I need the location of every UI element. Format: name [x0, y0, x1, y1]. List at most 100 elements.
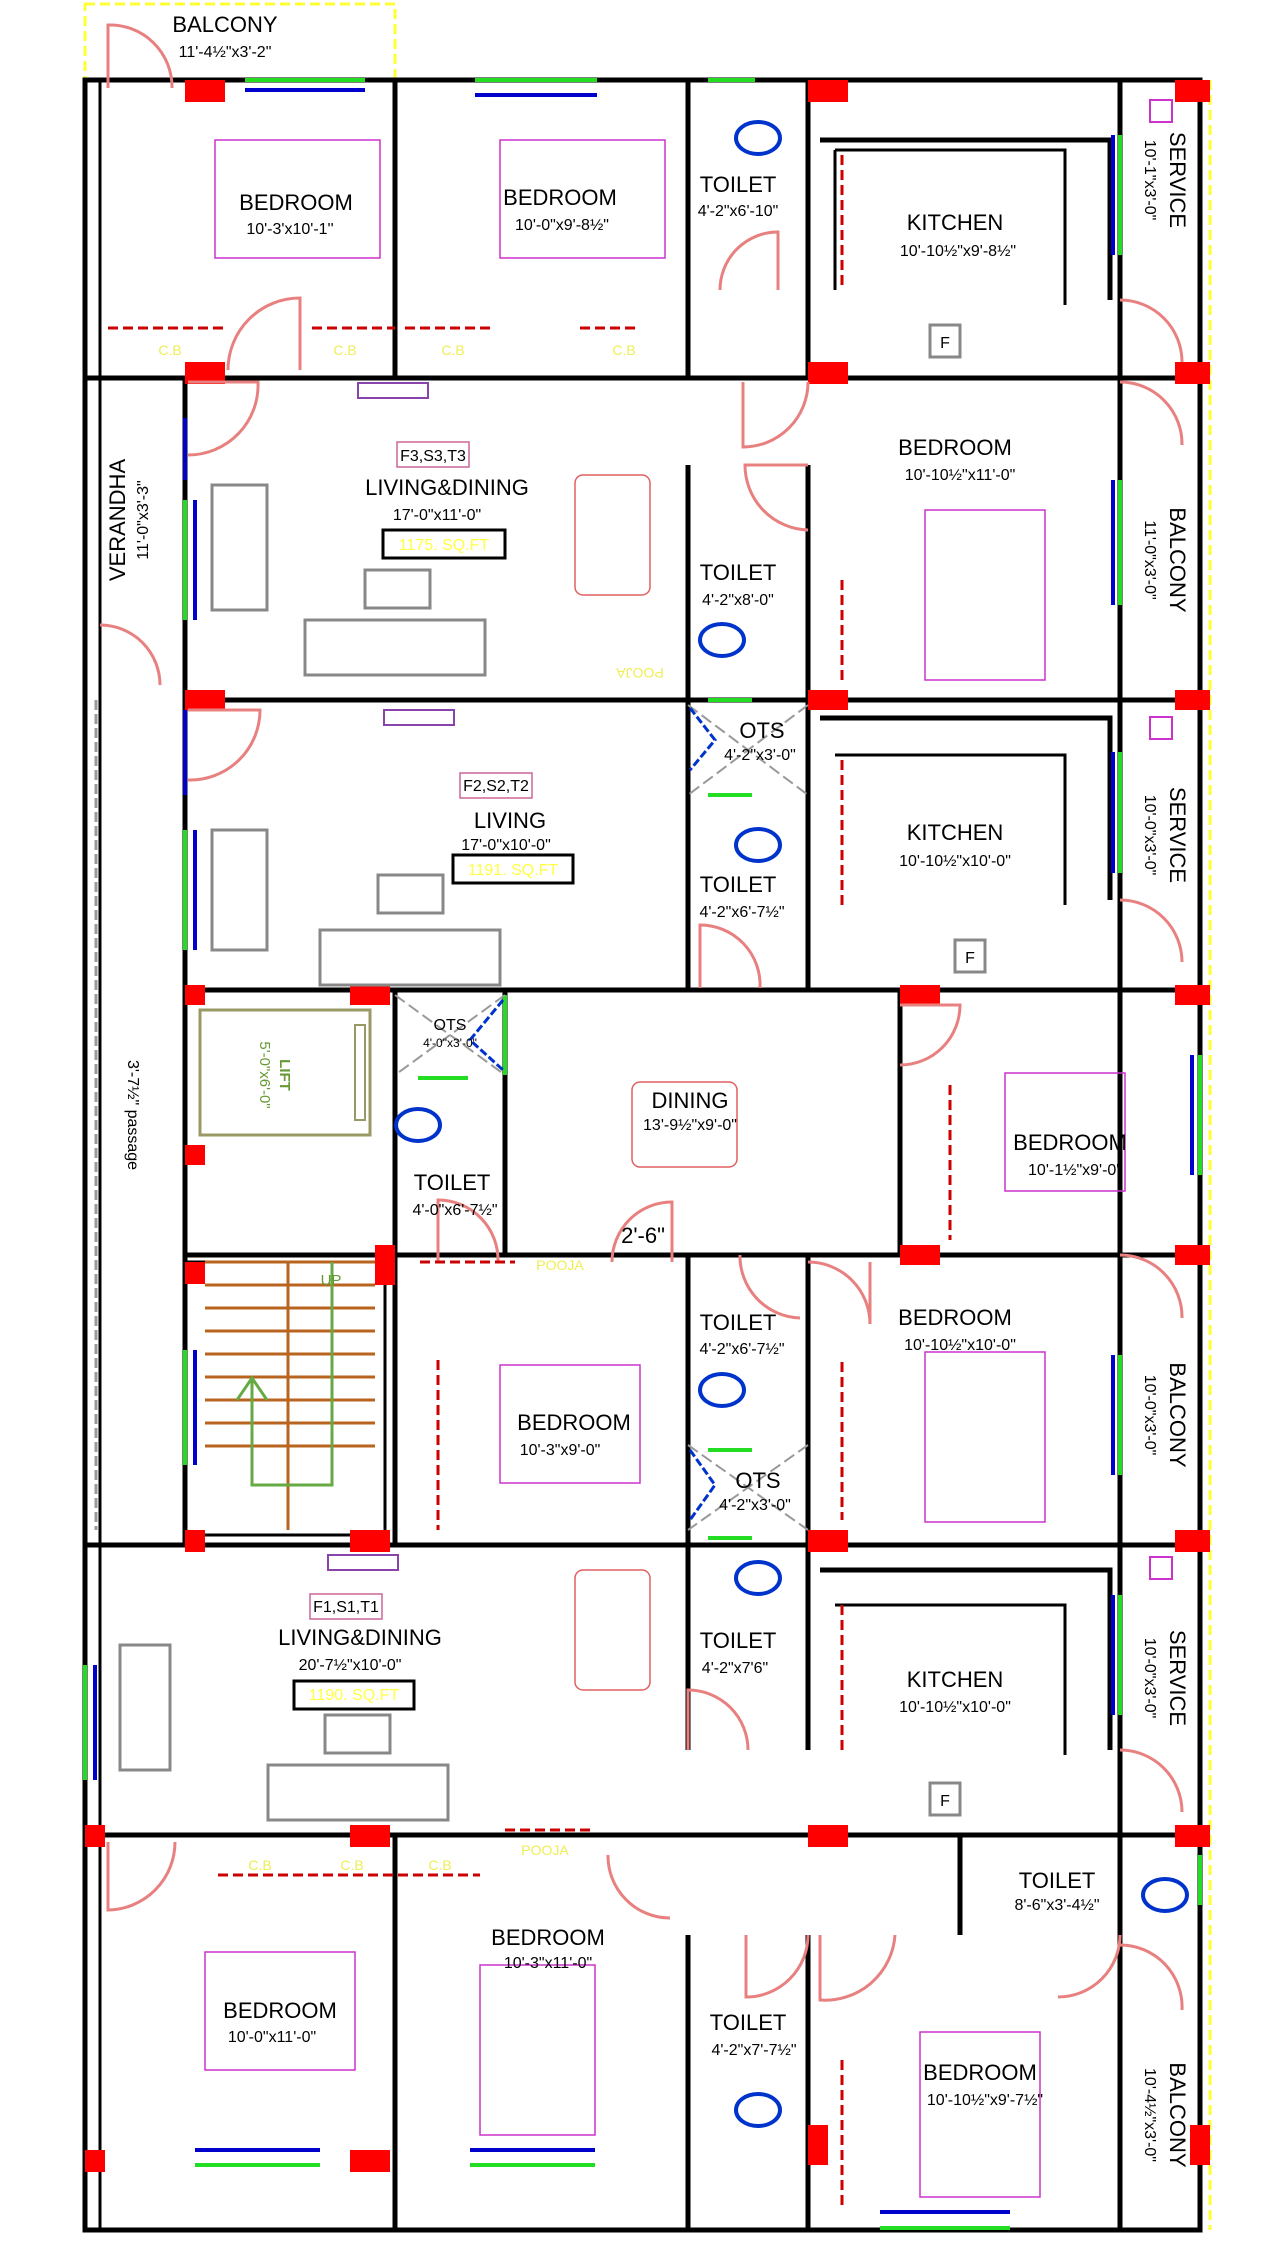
- bedroom-stair-label: BEDROOM: [517, 1410, 631, 1435]
- washing-machine-icon: [1149, 1556, 1173, 1580]
- stair-up-label: UP: [321, 1272, 342, 1289]
- kitchen-counter-top-inner: [833, 148, 1067, 305]
- kitchen-bottom-label: KITCHEN: [907, 1667, 1004, 1692]
- pooja-top: POOJA: [616, 665, 664, 681]
- area-f3: 1175. SQ.FT: [399, 537, 490, 554]
- service-bottom-size: 10'-0"x3'-0": [1141, 1638, 1158, 1719]
- bedroom-stair-size: 10'-3"x9'-0": [520, 1442, 601, 1459]
- toilet-bottom1-size: 4'-2"x7'6": [702, 1660, 768, 1677]
- balcony-bottom-size: 10'-4½"x3'-0": [1141, 2068, 1158, 2162]
- bedroom-top-right-size: 10'-10½"x11'-0": [905, 467, 1016, 484]
- balcony-top-size: 11'-4½"x3'-2": [179, 44, 272, 61]
- verandha-size: 11'-0"x3'-3": [135, 480, 152, 559]
- service-top-label: SERVICE: [1165, 132, 1190, 228]
- area-box-f2: [451, 853, 575, 885]
- toilet-top2-label: TOILET: [700, 560, 777, 585]
- cb-label-7: C.B: [428, 1857, 451, 1873]
- toilet-lift-label: TOILET: [414, 1170, 491, 1195]
- balcony-mid-label: BALCONY: [1165, 1362, 1190, 1467]
- bedroom-bottom-right-size: 10'-10½"x9'-7½": [927, 2092, 1043, 2109]
- door-width-label: 2'-6": [621, 1223, 665, 1248]
- bedroom-bottom-mid-size: 10'-3"x11'-0": [504, 1955, 592, 1972]
- bedroom-mid-right-size: 10'-1½"x9'-0": [1028, 1162, 1122, 1179]
- flat-tag-box-f1: [309, 1593, 383, 1620]
- kitchen-mid-label: KITCHEN: [907, 820, 1004, 845]
- fridge-label-1: F: [940, 335, 950, 352]
- columns: [85, 80, 1210, 2172]
- bedroom-top-mid-size: 10'-0"x9'-8½": [515, 217, 609, 234]
- living-bottom-size: 20'-7½"x10'-0": [299, 1657, 402, 1674]
- service-mid-size: 10'-0"x3'-0": [1141, 795, 1158, 876]
- cb-label-3: C.B: [441, 342, 464, 358]
- toilet-lift-size: 4'-0"x6'-7½": [412, 1202, 497, 1219]
- wc-fixtures: [394, 120, 1189, 2128]
- bedroom-top-left-label: BEDROOM: [239, 190, 353, 215]
- ots-boxes: [394, 704, 809, 1531]
- balcony-right-top-label: BALCONY: [1165, 507, 1190, 612]
- balcony-bottom-label: BALCONY: [1165, 2062, 1190, 2167]
- bedroom-mid-lower-size: 10'-10½"x10'-0": [904, 1337, 1016, 1354]
- lift-size: 5'-0"x6'-0": [256, 1041, 273, 1108]
- bedroom-bottom-left-label: BEDROOM: [223, 1998, 337, 2023]
- toilet-small-label: TOILET: [1019, 1868, 1096, 1893]
- doors: [99, 23, 1184, 2011]
- lift-door: [354, 1024, 366, 1121]
- cb-label-2: C.B: [333, 342, 356, 358]
- windows: [83, 78, 1202, 2230]
- fridge-label-3: F: [940, 1793, 950, 1810]
- lift-car: [198, 1008, 372, 1137]
- kitchen-counter-top: [820, 137, 1113, 300]
- bedroom-top-right-label: BEDROOM: [898, 435, 1012, 460]
- living-mid-label: LIVING: [474, 808, 546, 833]
- kitchen-counter-low: [820, 1567, 1113, 1750]
- flat-tag-f3: F3,S3,T3: [400, 448, 466, 465]
- toilet-mid2-label: TOILET: [700, 1310, 777, 1335]
- toilet-bottom2-size: 4'-2"x7'-7½": [711, 2042, 796, 2059]
- cb-label-5: C.B: [248, 1857, 271, 1873]
- dining-size: 13'-9½"x9'-0": [643, 1117, 737, 1134]
- kitchen-bottom-size: 10'-10½"x10'-0": [899, 1699, 1011, 1716]
- kitchen-top-label: KITCHEN: [907, 210, 1004, 235]
- dining-label: DINING: [652, 1088, 729, 1113]
- ots-mid1-label: OTS: [739, 718, 784, 743]
- toilet-bottom1-label: TOILET: [700, 1628, 777, 1653]
- cb-label-1: C.B: [158, 342, 181, 358]
- ots-mid2-label: OTS: [735, 1468, 780, 1493]
- lift-label: LIFT: [276, 1059, 293, 1091]
- area-f2: 1191. SQ.FT: [468, 862, 559, 879]
- flat-tag-box-f3: [396, 441, 470, 468]
- balcony-mid-size: 10'-0"x3'-0": [1141, 1375, 1158, 1456]
- service-mid-label: SERVICE: [1165, 787, 1190, 883]
- cb-label-4: C.B: [612, 342, 635, 358]
- bedroom-mid-lower-label: BEDROOM: [898, 1305, 1012, 1330]
- fridge-icons: [928, 323, 987, 1817]
- kitchen-top-size: 10'-10½"x9'-8½": [900, 243, 1016, 260]
- cb-label-6: C.B: [340, 1857, 363, 1873]
- bedroom-bottom-left-size: 10'-0"x11'-0": [228, 2029, 316, 2046]
- area-f1: 1190. SQ.FT: [309, 1687, 400, 1704]
- bedroom-top-mid-label: BEDROOM: [503, 185, 617, 210]
- toilet-bottom2-label: TOILET: [710, 2010, 787, 2035]
- bedroom-mid-right-label: BEDROOM: [1013, 1130, 1127, 1155]
- area-box-f3: [381, 528, 507, 560]
- ots-mid2-size: 4'-2"x3'-0": [719, 1497, 791, 1514]
- bedroom-top-left-size: 10'-3'x10'-1'': [246, 221, 333, 238]
- toilet-top2-size: 4'-2"x8'-0": [702, 592, 774, 609]
- ots-lift-size: 4'-0"x3'-0": [423, 1036, 477, 1050]
- kitchen-mid-size: 10'-10½"x10'-0": [899, 853, 1011, 870]
- washing-machine-icon: [1149, 716, 1173, 740]
- furniture: [118, 139, 1126, 2198]
- passage-label: 3'-7½" passage: [124, 1060, 141, 1170]
- flat-tag-f2: F2,S2,T2: [463, 778, 529, 795]
- ots-lift-label: OTS: [434, 1017, 467, 1034]
- area-box-f1: [292, 1679, 416, 1711]
- service-bottom-label: SERVICE: [1165, 1630, 1190, 1726]
- pooja-bottom: POOJA: [521, 1842, 569, 1858]
- living-top-label: LIVING&DINING: [365, 475, 529, 500]
- pooja-mid: POOJA: [536, 1257, 584, 1273]
- toilet-top-size: 4'-2"x6'-10": [698, 203, 779, 220]
- service-top-size: 10'-1"x3'-0": [1141, 140, 1158, 221]
- staircase[interactable]: [205, 1260, 375, 1530]
- fridge-label-2: F: [965, 950, 975, 967]
